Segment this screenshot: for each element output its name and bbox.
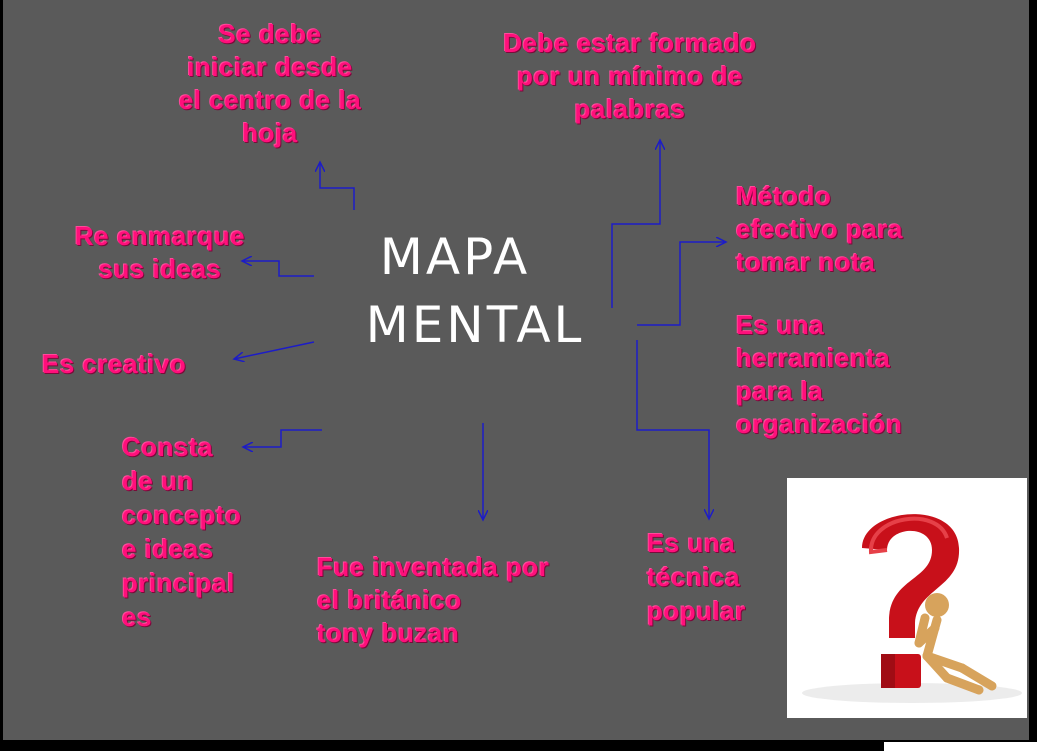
connector-start-center <box>320 162 355 210</box>
central-topic: MAPA MENTAL <box>340 228 610 354</box>
question-mark-figure-icon <box>802 514 1022 703</box>
node-min-words: Debe estar formado por un mínimo de pala… <box>503 28 757 124</box>
node-inventor: Fue inventada por el británico tony buza… <box>317 552 550 648</box>
connector-popular <box>636 340 709 519</box>
question-mark-picture <box>787 478 1027 718</box>
node-reframe: Re enmarque sus ideas <box>74 221 246 284</box>
connector-reframe <box>242 261 314 277</box>
connector-concept <box>243 429 322 447</box>
node-creative: Es creativo <box>42 349 187 379</box>
node-effective: Método efectivo para tomar nota <box>736 181 903 277</box>
central-topic-line1: MAPA <box>379 228 531 286</box>
bottom-bar-light <box>884 742 1037 751</box>
node-organization: Es una herramienta para la organización <box>736 310 903 439</box>
connector-min-words <box>611 140 660 308</box>
node-concept: Consta de un concepto e ideas principal … <box>122 432 242 632</box>
node-popular: Es una técnica popular <box>647 528 746 626</box>
connector-effective <box>637 242 726 326</box>
node-start-center: Se debe iniciar desde el centro de la ho… <box>178 19 362 148</box>
connector-creative <box>234 341 315 359</box>
bottom-bar <box>0 740 884 751</box>
central-topic-line2: MENTAL <box>365 296 585 354</box>
